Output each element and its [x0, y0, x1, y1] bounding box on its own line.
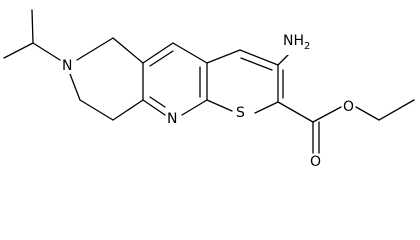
bond [355, 106, 380, 121]
bond [181, 99, 208, 116]
bond [142, 42, 174, 64]
amine-subscript: 2 [304, 40, 311, 52]
ester-ether-oxygen-label: O [342, 99, 356, 115]
bond [142, 99, 166, 116]
bond [76, 37, 114, 61]
bond [149, 96, 166, 108]
bond [254, 101, 279, 114]
bond [206, 49, 241, 64]
bond [206, 99, 233, 112]
ring-nitrogen-label: N [61, 58, 74, 74]
ester-carbonyl-oxygen-label: O [309, 154, 323, 170]
pyridine-nitrogen-label: N [166, 111, 179, 127]
bond [31, 9, 34, 44]
bond [3, 42, 34, 59]
bond [239, 49, 279, 66]
bond [312, 106, 342, 123]
bond [112, 99, 144, 121]
bond [79, 99, 114, 121]
molecule-diagram: NH2 N N S O O [3, 9, 415, 170]
bond [172, 42, 208, 64]
bond [69, 73, 81, 101]
bond-layer [3, 9, 415, 154]
bond [112, 37, 144, 64]
bond [277, 101, 314, 123]
bond [240, 57, 273, 71]
bond [149, 50, 174, 67]
thiophene-sulfur-label: S [235, 105, 246, 121]
amine-label: NH2 [282, 33, 312, 55]
bond [378, 99, 415, 121]
amine-text: NH [283, 33, 304, 49]
bond [32, 42, 61, 61]
